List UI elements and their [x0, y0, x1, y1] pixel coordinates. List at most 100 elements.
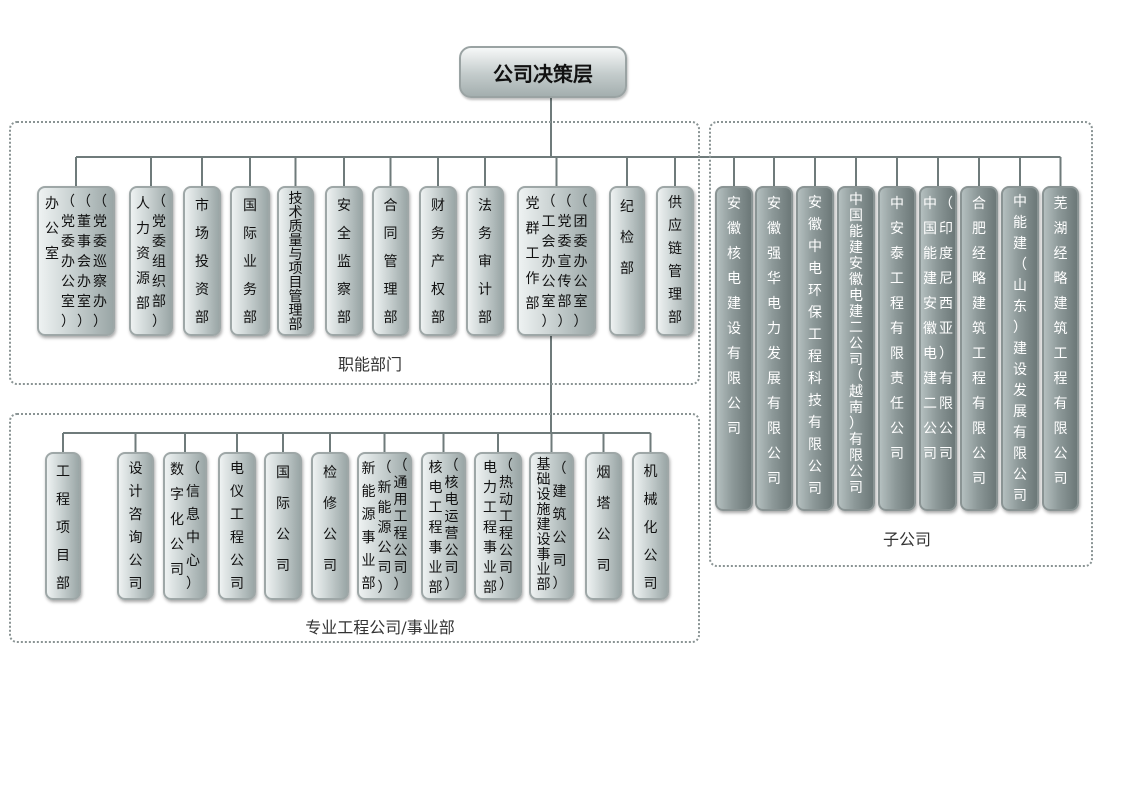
- functional-node-legal[interactable]: 法务审计部: [466, 186, 504, 336]
- subsidiaries-node-cec-shandong[interactable]: 中能建（山东）建设发展有限公司: [1001, 186, 1039, 511]
- node-char: 建: [1013, 236, 1027, 252]
- subsidiary-group-label: 子公司: [882, 530, 931, 549]
- functional-node-tech-quality[interactable]: 技术质量与项目管理部: [277, 186, 314, 336]
- node-char: 事: [77, 234, 91, 250]
- node-char: 司: [276, 558, 290, 574]
- node-char: 术: [288, 205, 303, 221]
- node-char: 监: [337, 254, 351, 270]
- engineering-node-international[interactable]: 国际公司: [264, 452, 302, 600]
- engineering-node-electrical[interactable]: 电仪工程公司: [218, 452, 256, 600]
- node-char: 司: [499, 560, 513, 576]
- node-char: 限: [849, 448, 863, 464]
- node-char: 能: [1013, 215, 1027, 231]
- subsidiaries-node-cec-vietnam[interactable]: 中国能建安徽电建二公司（越南）有限公司: [837, 186, 875, 511]
- engineering-node-maintenance[interactable]: 检修公司: [311, 452, 349, 600]
- node-char: 展: [1013, 404, 1027, 420]
- node-char: ）: [557, 314, 572, 330]
- node-char: 部: [483, 580, 497, 596]
- engineering-node-design[interactable]: 设计咨询公司: [117, 452, 154, 600]
- engineering-node-digital[interactable]: 数字化公司（信息中心）: [163, 452, 207, 600]
- node-char: 部: [337, 310, 351, 326]
- node-char: 程: [890, 296, 904, 312]
- node-char: 程: [499, 526, 513, 542]
- functional-node-intl-biz[interactable]: 国际业务部: [230, 186, 270, 336]
- subsidiaries-node-anhui-nuclear[interactable]: 安徽核电建设有限公司: [715, 186, 753, 511]
- engineering-node-new-energy[interactable]: 新能源事业部（新能源公司）（通用工程公司）: [357, 452, 412, 600]
- functional-node-hr[interactable]: 人力资源部（党委组织部）: [129, 186, 173, 336]
- node-char: 程: [972, 371, 986, 387]
- node-char: 公: [552, 530, 567, 546]
- engineering-node-power[interactable]: 电力工程事业部（热动工程公司）: [474, 452, 522, 600]
- functional-node-party[interactable]: 党群工作部（工会办公室）（党委宣传部）（团委办公室）: [517, 186, 596, 336]
- node-char: 法: [478, 198, 492, 214]
- node-char: 人: [136, 196, 150, 212]
- node-char: 建: [727, 296, 741, 312]
- node-char: 源: [377, 520, 392, 536]
- node-char: 有: [1053, 396, 1068, 412]
- node-char: 公: [972, 446, 986, 462]
- node-char: （: [186, 461, 200, 477]
- node-char: 党: [557, 214, 572, 230]
- node-char: 技: [808, 393, 822, 409]
- subsidiaries-node-anhui-zhongdian[interactable]: 安徽中电环保工程科技有限公司: [796, 186, 834, 511]
- node-char: （: [849, 368, 863, 384]
- node-char: 部: [668, 310, 682, 326]
- node-char: 公: [444, 543, 459, 559]
- node-text-column: 中国能建安徽电建二公司（越南）有限公司: [848, 192, 864, 496]
- node-char: 询: [128, 530, 143, 546]
- engineering-node-chimney[interactable]: 烟塔公司: [585, 452, 622, 600]
- node-char: 程: [428, 520, 443, 536]
- node-char: 有: [767, 396, 781, 412]
- node-char: 务: [431, 226, 445, 242]
- node-char: 程: [56, 492, 70, 508]
- node-char: 巡: [93, 254, 107, 270]
- node-char: 际: [276, 496, 290, 512]
- node-char: 新: [361, 461, 376, 477]
- functional-node-supply[interactable]: 供应链管理部: [656, 186, 694, 336]
- node-char: 徽: [727, 221, 741, 237]
- node-char: 机: [643, 464, 658, 480]
- functional-node-contract[interactable]: 合同管理部: [372, 186, 409, 336]
- node-char: ）: [552, 576, 567, 592]
- node-char: 理: [383, 282, 398, 298]
- engineering-node-project-dept[interactable]: 工程项目部: [45, 452, 81, 600]
- functional-node-safety[interactable]: 安全监察部: [325, 186, 363, 336]
- node-char: 略: [972, 271, 986, 287]
- functional-node-market[interactable]: 市场投资部: [183, 186, 221, 336]
- node-char: 群: [525, 221, 540, 237]
- functional-node-office[interactable]: 办公室（党委办公室）（董事会办室）（党委巡察办）: [37, 186, 115, 336]
- functional-node-finance[interactable]: 财务产权部: [419, 186, 457, 336]
- engineering-node-machinery[interactable]: 机械化公司: [632, 452, 669, 600]
- node-char: （: [93, 194, 107, 210]
- node-char: 程: [393, 526, 408, 542]
- node-char: 会: [77, 254, 91, 270]
- subsidiaries-node-hefei-jinglue[interactable]: 合肥经略建筑工程有限公司: [960, 186, 998, 511]
- node-char: 工: [541, 214, 556, 230]
- functional-node-discipline[interactable]: 纪检部: [609, 186, 645, 336]
- node-char: 事: [536, 547, 551, 563]
- subsidiaries-node-anhui-qianghua[interactable]: 安徽强华电力发展有限公司: [755, 186, 793, 511]
- node-char: 量: [288, 233, 303, 249]
- subsidiaries-node-wuhu-jinglue[interactable]: 芜湖经略建筑工程有限公司: [1042, 186, 1079, 511]
- engineering-node-infrastructure[interactable]: 基础设施建设事业部（建筑公司）: [529, 452, 574, 600]
- engineering-node-nuclear[interactable]: 核电工程事业部（核电运营公司）: [421, 452, 466, 600]
- node-char: 有: [939, 371, 953, 387]
- node-char: 业: [361, 553, 376, 569]
- node-text-column: （通用工程公司）: [393, 458, 409, 594]
- node-char: 肥: [972, 221, 986, 237]
- node-char: 目: [56, 548, 70, 564]
- node-text-column: （建筑公司）: [552, 458, 568, 596]
- node-char: 越: [849, 384, 863, 400]
- node-char: 电: [727, 271, 741, 287]
- node-char: 公: [767, 446, 781, 462]
- node-char: 投: [195, 254, 209, 270]
- decision-layer-node[interactable]: 公司决策层: [459, 46, 627, 98]
- node-char: ）: [541, 314, 556, 330]
- subsidiaries-node-zhonganta[interactable]: 中安泰工程有限责任公司: [878, 186, 916, 511]
- subsidiaries-node-cec-indonesia[interactable]: 中国能建安徽电建二公司（印度尼西亚）有限公司: [919, 186, 957, 511]
- node-char: （: [393, 458, 408, 474]
- node-char: 安: [337, 198, 351, 214]
- node-char: 司: [890, 446, 904, 462]
- node-char: 建: [972, 296, 986, 312]
- node-char: 计: [128, 484, 143, 500]
